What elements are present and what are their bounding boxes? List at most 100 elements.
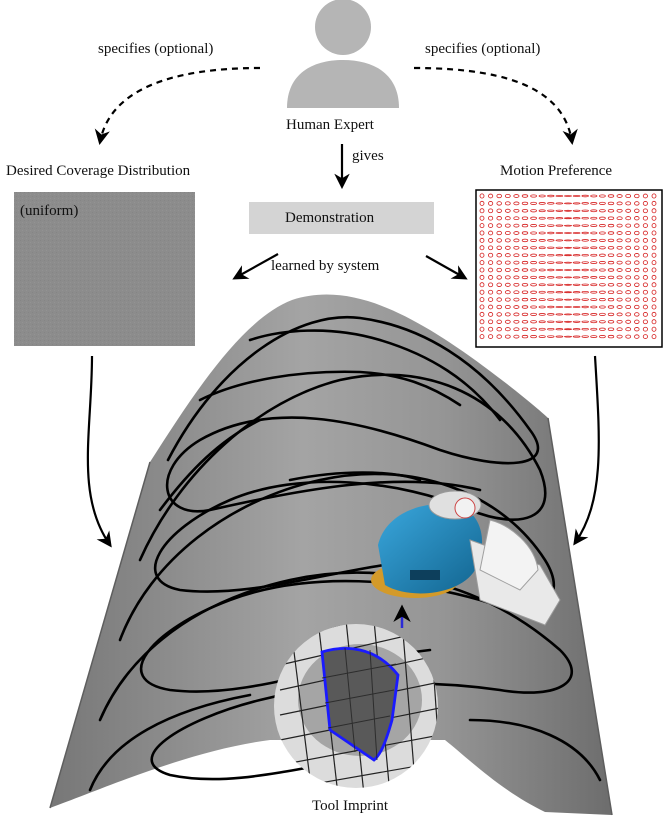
motion-marker xyxy=(530,238,537,242)
motion-marker xyxy=(651,319,657,325)
uniform-label: (uniform) xyxy=(20,203,79,219)
motion-marker xyxy=(564,269,573,271)
motion-marker xyxy=(555,261,564,264)
motion-marker xyxy=(564,246,573,249)
motion-marker xyxy=(479,245,485,251)
motion-marker xyxy=(504,327,511,332)
motion-marker xyxy=(634,312,640,317)
motion-marker xyxy=(572,276,581,279)
motion-marker xyxy=(607,216,615,220)
motion-marker xyxy=(625,216,632,221)
motion-marker xyxy=(590,216,598,220)
motion-marker xyxy=(488,260,494,265)
motion-marker xyxy=(513,275,520,280)
motion-marker xyxy=(581,335,589,338)
motion-marker xyxy=(599,201,606,205)
motion-marker xyxy=(521,231,529,235)
motion-marker xyxy=(564,202,573,205)
motion-marker xyxy=(607,320,615,324)
motion-marker xyxy=(496,312,502,317)
motion-marker xyxy=(488,252,494,258)
motion-marker xyxy=(581,313,589,316)
motion-marker xyxy=(504,312,511,317)
motion-marker xyxy=(625,267,632,273)
motion-marker xyxy=(599,335,606,339)
motion-marker xyxy=(616,260,623,265)
motion-marker xyxy=(488,245,494,251)
motion-marker xyxy=(590,276,598,279)
motion-marker xyxy=(488,238,494,243)
motion-marker xyxy=(642,267,648,273)
motion-marker xyxy=(479,215,485,221)
motion-marker xyxy=(599,268,606,272)
tool-imprint-label: Tool Imprint xyxy=(312,798,389,814)
motion-marker xyxy=(504,304,511,310)
motion-marker xyxy=(504,297,511,302)
motion-preference-label: Motion Preference xyxy=(500,163,613,179)
motion-marker xyxy=(555,328,564,331)
motion-marker xyxy=(496,216,502,221)
motion-marker xyxy=(496,193,502,199)
learned-by-system-label: learned by system xyxy=(271,258,380,274)
motion-marker xyxy=(488,304,494,310)
motion-marker xyxy=(625,290,632,295)
motion-marker xyxy=(634,290,640,295)
motion-marker xyxy=(581,261,589,264)
motion-marker xyxy=(555,305,564,309)
motion-marker xyxy=(572,320,581,323)
motion-marker xyxy=(572,224,581,227)
human-expert-label: Human Expert xyxy=(286,117,374,133)
motion-marker xyxy=(530,320,537,324)
motion-marker xyxy=(581,253,589,257)
motion-marker xyxy=(479,289,485,295)
motion-marker xyxy=(555,246,564,249)
motion-preference-box xyxy=(475,189,663,348)
motion-marker xyxy=(599,290,606,294)
motion-marker xyxy=(555,231,564,235)
motion-marker xyxy=(538,261,546,264)
motion-marker xyxy=(642,223,648,228)
motion-marker xyxy=(590,202,598,205)
motion-marker xyxy=(488,319,494,325)
motion-marker xyxy=(530,290,537,294)
motion-marker xyxy=(581,276,589,279)
motion-marker xyxy=(521,223,529,228)
motion-marker xyxy=(581,298,589,301)
motion-marker xyxy=(634,216,640,221)
motion-marker xyxy=(599,209,606,213)
motion-marker xyxy=(651,304,657,310)
motion-marker xyxy=(599,327,606,331)
motion-marker xyxy=(599,298,606,302)
motion-marker xyxy=(488,326,494,332)
motion-marker xyxy=(513,327,520,332)
motion-marker xyxy=(625,201,632,206)
motion-marker xyxy=(555,283,564,286)
motion-marker xyxy=(581,239,589,242)
motion-marker xyxy=(642,297,648,302)
motion-marker xyxy=(496,238,502,243)
motion-marker xyxy=(599,238,606,242)
motion-marker xyxy=(616,245,623,250)
motion-marker xyxy=(504,245,511,250)
motion-marker xyxy=(590,224,598,227)
motion-marker xyxy=(530,261,537,265)
motion-marker xyxy=(521,275,529,280)
gives-label: gives xyxy=(352,148,384,164)
motion-marker xyxy=(488,201,494,206)
motion-marker xyxy=(616,208,623,213)
motion-preference-markers xyxy=(479,193,657,340)
motion-marker xyxy=(504,193,511,199)
motion-marker xyxy=(651,311,657,317)
motion-marker xyxy=(538,239,546,242)
motion-marker xyxy=(564,306,573,308)
motion-marker xyxy=(513,290,520,295)
motion-marker xyxy=(521,194,529,198)
motion-marker xyxy=(521,297,529,302)
motion-marker xyxy=(521,312,529,317)
motion-marker xyxy=(564,335,573,338)
motion-marker xyxy=(496,297,502,302)
motion-marker xyxy=(599,283,606,287)
motion-marker xyxy=(530,246,537,250)
motion-marker xyxy=(530,305,537,309)
